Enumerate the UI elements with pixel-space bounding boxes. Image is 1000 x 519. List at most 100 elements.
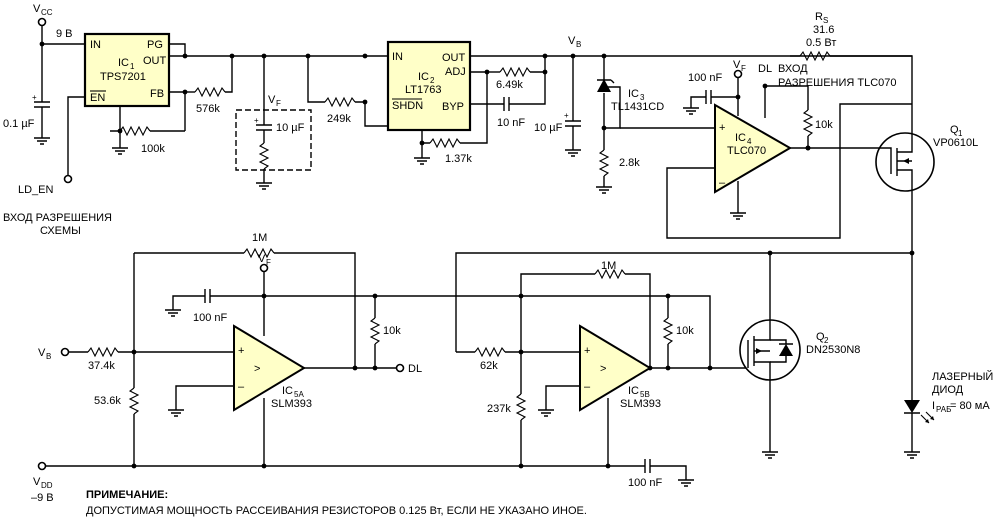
ic2-shdn: SHDN xyxy=(392,100,423,112)
q2-name: Q xyxy=(816,331,825,343)
q1-vp0610l xyxy=(870,125,935,255)
cap-10nf-label: 10 nF xyxy=(497,117,525,129)
ic1-part: TPS7201 xyxy=(100,71,146,83)
ic1-wiring xyxy=(110,43,365,148)
input-enable-1: ВХОД xyxy=(778,63,808,75)
laser-i: I xyxy=(932,400,935,412)
ic5b-sub: 5B xyxy=(640,390,650,399)
q1-part: VP0610L xyxy=(933,137,978,149)
r-649k-label: 6.49k xyxy=(496,79,523,91)
ic5a-slm393 xyxy=(233,324,306,412)
ic4-output xyxy=(666,103,912,239)
vdd-val: –9 В xyxy=(31,492,54,504)
r-62k-label: 62k xyxy=(480,360,498,372)
v9-label: 9 В xyxy=(56,28,73,40)
ic2-byp: BYP xyxy=(442,101,464,113)
r-1m-b-label: 1M xyxy=(601,260,616,272)
svg-text:>: > xyxy=(254,363,260,375)
svg-text:–: – xyxy=(238,381,245,393)
ic1-name: IC xyxy=(118,57,129,69)
vf-sub-1: F xyxy=(276,99,281,108)
r-536k-label: 53.6k xyxy=(94,395,121,407)
enable-caption-2: СХЕМЫ xyxy=(40,225,81,237)
dl-label-2: DL xyxy=(408,363,422,375)
q1-name: Q xyxy=(950,124,959,136)
svg-text:–: – xyxy=(584,381,591,393)
ic5a-wiring xyxy=(175,385,267,469)
svg-text:F: F xyxy=(266,258,271,267)
ic2-sub: 2 xyxy=(430,76,435,85)
vb-label: V xyxy=(568,35,576,47)
note-text: ДОПУСТИМАЯ МОЩНОСТЬ РАССЕИВАНИЯ РЕЗИСТОР… xyxy=(86,505,587,517)
ic4-minus: – xyxy=(719,177,726,189)
enable-caption-1: ВХОД РАЗРЕШЕНИЯ xyxy=(3,212,112,224)
r-10k-b xyxy=(304,296,396,371)
vb-in-label: V xyxy=(38,347,46,359)
vb-in-sub: B xyxy=(46,352,51,361)
rs-val: 31.6 xyxy=(813,24,834,36)
vcc-label: V xyxy=(33,3,41,15)
cap-01-label: 0.1 µF xyxy=(3,118,35,130)
ic5a-name: IC xyxy=(282,385,293,397)
cap-100nf-a: 100 nF xyxy=(688,72,723,84)
ic1-out: OUT xyxy=(143,55,167,67)
laser-i-val: = 80 мА xyxy=(950,400,990,412)
rs-resistor xyxy=(790,50,913,125)
cap-100nf-b: 100 nF xyxy=(193,312,228,324)
ic2-adj: ADJ xyxy=(445,66,466,78)
laser-label-1: ЛАЗЕРНЫЙ xyxy=(932,370,993,383)
vf-label-2: V xyxy=(733,59,741,71)
ld-en-terminal xyxy=(63,174,73,184)
r-576k-label: 576k xyxy=(196,103,220,115)
r-10k-a-label: 10k xyxy=(815,119,833,131)
ic3-tl1431 xyxy=(597,53,621,187)
input-enable-2: РАЗРЕШЕНИЯ TLC070 xyxy=(778,77,897,89)
r-237k-label: 237k xyxy=(487,403,511,415)
vcc-wiring xyxy=(34,26,85,138)
ic5a-part: SLM393 xyxy=(271,398,312,410)
ic4-sub: 4 xyxy=(747,137,752,146)
r-374k-label: 37.4k xyxy=(88,360,115,372)
ld-en-wire xyxy=(67,96,85,175)
q2-dn2530n8 xyxy=(739,253,801,452)
ic3-sub: 3 xyxy=(640,93,645,102)
ic5a-feedback xyxy=(131,247,356,368)
ic5b-wiring xyxy=(545,385,609,466)
ic4-plus: + xyxy=(719,122,725,134)
r-249k xyxy=(305,53,388,127)
ic3-name: IC xyxy=(628,88,639,100)
vf-label-3: V xyxy=(258,253,266,265)
ic2-out: OUT xyxy=(442,52,466,64)
r-249k-label: 249k xyxy=(327,113,351,125)
rs-label: R xyxy=(815,11,823,23)
ic2-part: LT1763 xyxy=(405,84,442,96)
ic4-name: IC xyxy=(735,132,746,144)
svg-text:+: + xyxy=(254,116,259,125)
ic3-part: TL1431CD xyxy=(611,101,664,113)
ic1-tps7201 xyxy=(83,32,171,108)
ic2-lt1763 xyxy=(386,40,472,132)
r-28k-label: 2.8k xyxy=(619,157,640,169)
svg-text:>: > xyxy=(600,363,606,375)
ic1-in: IN xyxy=(90,39,101,51)
cap-10uf-b: 10 µF xyxy=(534,122,563,134)
q1-sub: 1 xyxy=(958,129,963,138)
svg-text:+: + xyxy=(238,345,244,357)
vf-label-1: V xyxy=(268,94,276,106)
vb-input-terminal xyxy=(60,347,70,357)
r-137k-label: 1.37k xyxy=(445,153,472,165)
r-10k-c xyxy=(647,296,748,371)
vdd-rail xyxy=(46,459,687,480)
q2-part: DN2530N8 xyxy=(806,344,860,356)
r-374k xyxy=(69,346,234,469)
ic4-tlc070 xyxy=(714,103,792,194)
dl-label-1: DL xyxy=(758,63,772,75)
ic2-in: IN xyxy=(392,51,403,63)
laser-diode xyxy=(904,255,935,452)
vdd-label: V xyxy=(33,476,41,488)
svg-text:F: F xyxy=(741,64,746,73)
vf-rail-bottom xyxy=(172,263,711,368)
r-1m-a-label: 1M xyxy=(252,232,267,244)
svg-text:+: + xyxy=(564,111,569,120)
